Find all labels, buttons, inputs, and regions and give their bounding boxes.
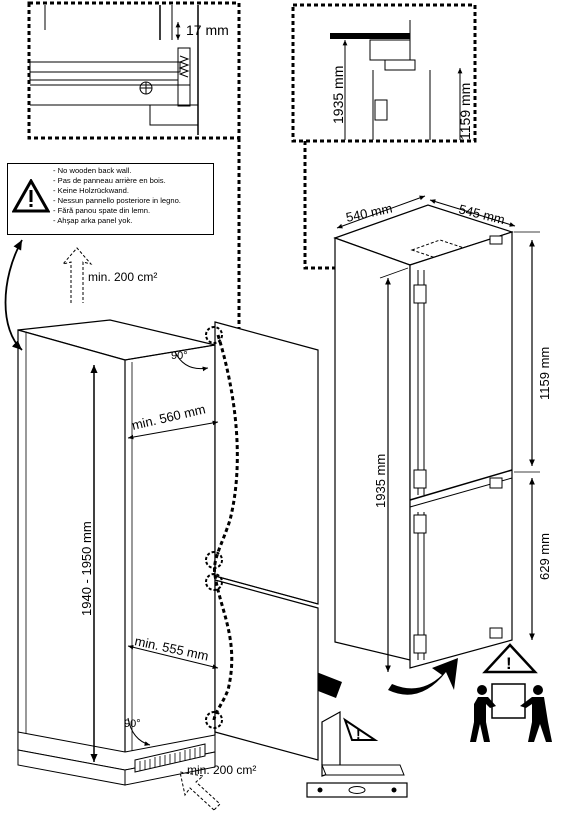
warning-line: - Fără panou spate din lemn. [53,206,151,215]
hinge-path [205,326,239,729]
spirit-level-icon: ! [306,710,408,798]
niche-width-top-label: min. 560 mm [130,401,207,433]
top-gap-detail: 17 mm [27,1,241,330]
svg-text:!: ! [356,726,361,742]
warning-box: - No wooden back wall. - Pas de panneau … [7,163,214,235]
warning-line: - Nessun pannello posteriore in legno. [53,196,181,205]
fridge-width-label: 540 mm [345,200,394,224]
fridge-height-label: 1935 mm [373,454,388,508]
vent-bottom-arrow: min. 200 cm² [179,763,256,811]
niche-height-label: 1940 - 1950 mm [79,521,94,616]
warning-line: - Pas de panneau arrière en bois. [53,176,166,185]
detail-height-1935-label: 1935 mm [330,66,346,124]
angle-bottom-label: 90° [124,718,141,730]
height-detail: 1935 mm 1159 mm [291,3,477,270]
detail-height-1159-label: 1159 mm [457,83,473,140]
warning-line: - Ahşap arka panel yok. [53,216,133,225]
niche-width-bottom-label: min. 555 mm [133,633,210,663]
angle-top-label: 90° [171,350,188,362]
two-person-lift-icon: ! [470,643,552,742]
niche-cabinet: 90° 90° 1940 - 1950 mm min. 560 mm min. … [17,319,319,786]
top-gap-label: 17 mm [186,22,229,38]
warning-line: - No wooden back wall. [53,166,132,175]
lower-section-label: 629 mm [537,533,552,580]
warning-triangle-icon [12,179,50,213]
rotate-arrow-icon [388,658,458,695]
warning-line: - Keine Holzrückwand. [53,186,129,195]
vent-top-arrow: min. 200 cm² [61,247,157,303]
vent-bottom-label: min. 200 cm² [187,763,256,777]
fridge-appliance: 540 mm 545 mm 1935 mm 1159 mm 629 mm [333,195,552,672]
warning-lines: - No wooden back wall. - Pas de panneau … [53,166,181,226]
upper-section-label: 1159 mm [537,347,552,400]
vent-top-label: min. 200 cm² [88,270,157,284]
fridge-depth-label: 545 mm [457,201,506,227]
warning-pointer [4,239,23,351]
svg-text:!: ! [506,654,512,673]
